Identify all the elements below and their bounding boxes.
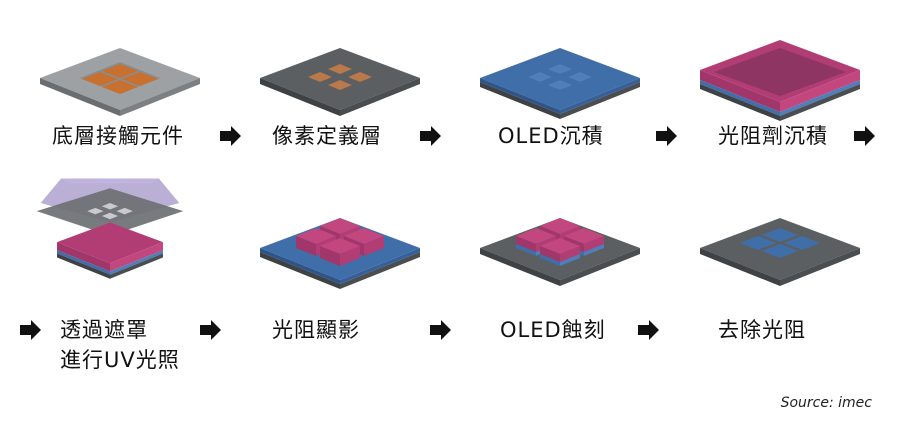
step-7-label: OLED蝕刻 [500, 318, 606, 342]
arrow-right-icon [18, 318, 42, 342]
arrow-right-icon [418, 124, 442, 148]
step-8-label: 去除光阻 [718, 318, 806, 342]
step-1-label: 底層接觸元件 [52, 124, 184, 148]
step-6-label: 光阻顯影 [272, 318, 360, 342]
step-2-label: 像素定義層 [272, 124, 382, 148]
arrow-right-icon [218, 124, 242, 148]
stage-2-pixel-define [240, 20, 440, 130]
stage-5-uv-exposure [10, 172, 210, 282]
step-5-label-line2: 進行UV光照 [60, 348, 180, 372]
step-3-label: OLED沉積 [498, 124, 604, 148]
stage-8-photoresist-strip [680, 190, 880, 300]
stage-6-photoresist-develop [240, 190, 440, 300]
stage-7-oled-etch [460, 190, 660, 300]
arrow-right-icon [428, 318, 452, 342]
arrow-right-icon [198, 318, 222, 342]
arrow-right-icon [852, 124, 876, 148]
step-4-label: 光阻劑沉積 [718, 124, 828, 148]
stage-3-oled-deposition [460, 20, 660, 130]
arrow-right-icon [636, 318, 660, 342]
arrow-right-icon [654, 124, 678, 148]
source-credit: Source: imec [780, 395, 872, 411]
stage-4-photoresist-deposition [680, 20, 880, 130]
step-5-label-line1: 透過遮罩 [60, 318, 148, 342]
stage-1-bottom-contact [20, 20, 220, 130]
